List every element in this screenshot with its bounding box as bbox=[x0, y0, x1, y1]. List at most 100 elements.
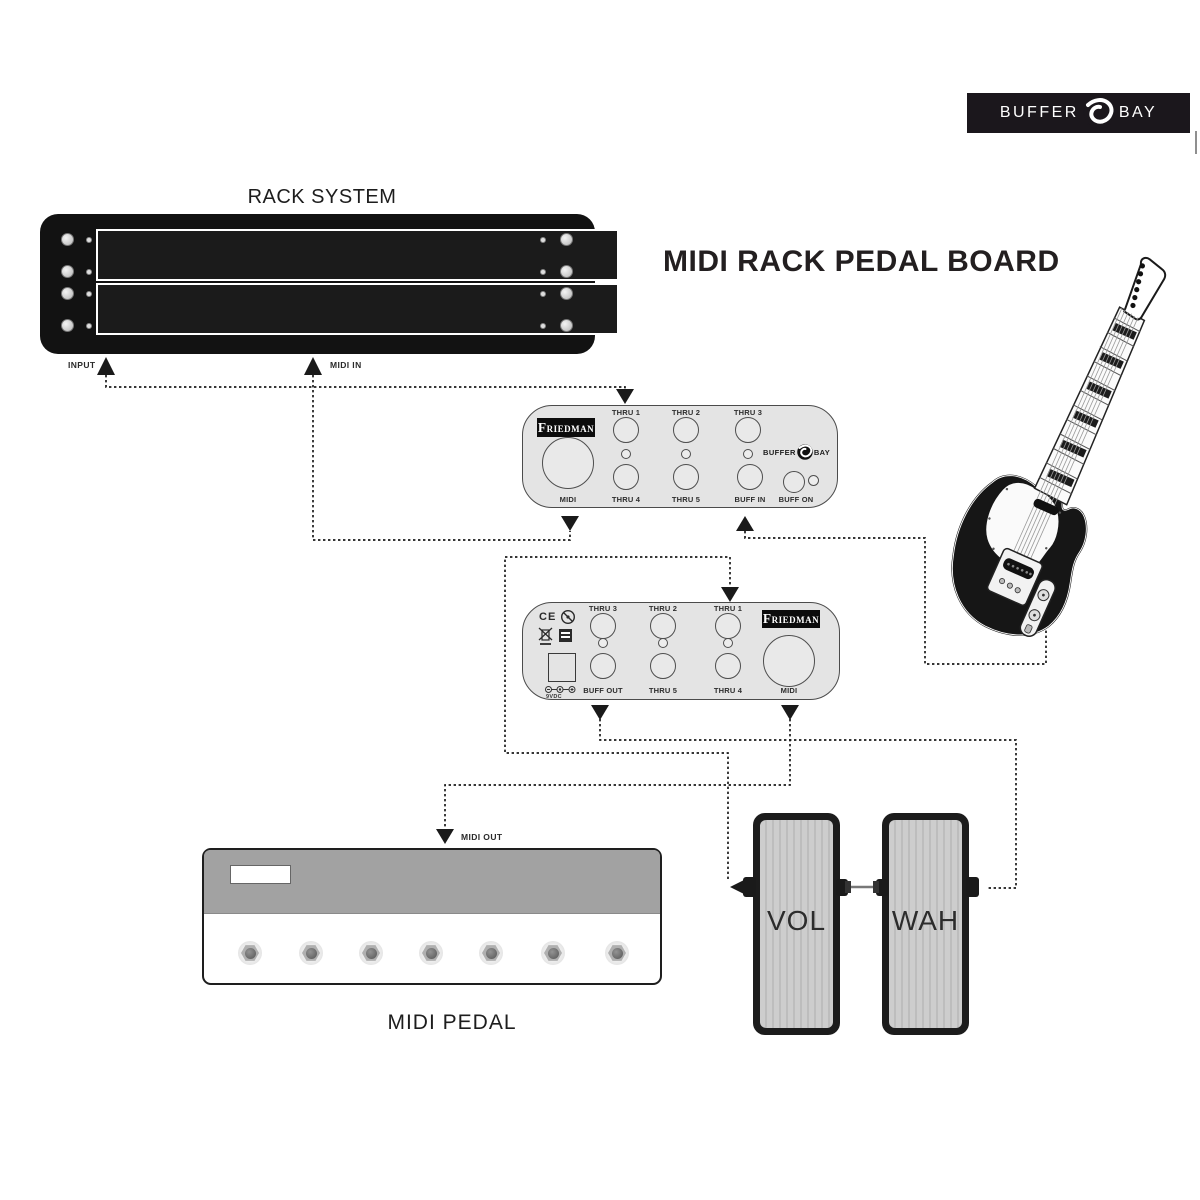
rack-screw bbox=[61, 233, 74, 246]
rack-system bbox=[40, 214, 619, 354]
thru5-label-bottom: THRU 5 bbox=[648, 686, 678, 695]
volume-pedal: VOL bbox=[753, 813, 840, 1035]
wah-pedal-label: WAH bbox=[891, 905, 960, 936]
arrow-down-midi-out-icon bbox=[436, 829, 454, 844]
volume-pedal-label: VOL bbox=[766, 905, 827, 936]
thru3-label: THRU 3 bbox=[733, 408, 763, 417]
led-indicator bbox=[658, 638, 668, 648]
arrow-up-midi-in-icon bbox=[304, 357, 322, 375]
footswitch bbox=[419, 941, 443, 965]
footswitch bbox=[541, 941, 565, 965]
ce-mark: CE bbox=[539, 611, 557, 623]
guitar-strings bbox=[1003, 308, 1139, 581]
rack-input-label: INPUT bbox=[68, 360, 96, 370]
pedal-display bbox=[230, 865, 291, 884]
rack-system-label: RACK SYSTEM bbox=[247, 186, 397, 208]
guitar-control-plate bbox=[1019, 578, 1056, 637]
footswitch bbox=[299, 941, 323, 965]
rack-hole bbox=[86, 269, 92, 275]
arrow-down-unit2-thru1-icon bbox=[721, 587, 739, 602]
rack-midi-in-label: MIDI IN bbox=[330, 360, 362, 370]
connector-plug bbox=[873, 881, 879, 893]
thru5-jack-bottom bbox=[650, 653, 676, 679]
buff-on-led bbox=[808, 475, 819, 486]
guitar-tuners bbox=[1130, 263, 1145, 309]
arrow-down-thru1-icon bbox=[616, 389, 634, 404]
brand-bay-text: BAY bbox=[1118, 104, 1158, 121]
guitar-illustration bbox=[951, 257, 1167, 637]
arrow-up-buff-in-icon bbox=[736, 516, 754, 531]
thru4-jack-bottom bbox=[715, 653, 741, 679]
rack-hole bbox=[540, 269, 546, 275]
swirl-6-icon bbox=[1082, 97, 1115, 129]
thru4-label-bottom: THRU 4 bbox=[713, 686, 743, 695]
guitar-pickguard bbox=[984, 481, 1060, 570]
cert-box-icon bbox=[559, 629, 572, 642]
rack-hole bbox=[86, 237, 92, 243]
buffer-bay-mini-logo: BUFFER BAY bbox=[763, 444, 830, 460]
led-indicator bbox=[743, 449, 753, 459]
rack-unit-2 bbox=[96, 283, 619, 335]
rack-screw bbox=[560, 319, 573, 332]
rack-screw bbox=[61, 287, 74, 300]
thru2-jack bbox=[673, 417, 699, 443]
weee-bin-icon bbox=[538, 627, 553, 645]
footswitch bbox=[479, 941, 503, 965]
buff-out-label: BUFF OUT bbox=[583, 686, 623, 695]
midi-pedal bbox=[202, 848, 662, 985]
guitar-switch bbox=[1024, 624, 1033, 634]
thru2-label-bottom: THRU 2 bbox=[648, 604, 678, 613]
guitar-bridge bbox=[986, 547, 1043, 606]
rack-hole bbox=[86, 323, 92, 329]
arrow-down-buff-out-icon bbox=[591, 705, 609, 720]
rack-hole bbox=[540, 237, 546, 243]
rack-screw bbox=[61, 319, 74, 332]
wah-pedal: WAH bbox=[882, 813, 969, 1035]
thru1-label-bottom: THRU 1 bbox=[713, 604, 743, 613]
footswitch bbox=[238, 941, 262, 965]
thru5-label: THRU 5 bbox=[671, 495, 701, 504]
buff-in-jack bbox=[737, 464, 763, 490]
connector-plug bbox=[845, 881, 851, 893]
mini-logo-buffer-text: BUFFER bbox=[763, 447, 796, 457]
led-indicator bbox=[598, 638, 608, 648]
thru2-label: THRU 2 bbox=[671, 408, 701, 417]
brand-buffer-text: BUFFER bbox=[999, 104, 1079, 121]
thru3-jack-bottom bbox=[590, 613, 616, 639]
thru5-jack bbox=[673, 464, 699, 490]
rack-hole bbox=[540, 291, 546, 297]
rack-hole bbox=[540, 323, 546, 329]
thru1-jack-bottom bbox=[715, 613, 741, 639]
rack-screw bbox=[61, 265, 74, 278]
friedman-logo-top: Friedman bbox=[537, 418, 595, 437]
midi-out-label: MIDI OUT bbox=[461, 832, 503, 842]
buff-on-switch bbox=[783, 471, 805, 493]
guitar-headstock bbox=[1123, 257, 1167, 321]
guitar-knob bbox=[1028, 609, 1041, 622]
guitar-bridge-pickup bbox=[1003, 558, 1034, 580]
rack-hole bbox=[86, 291, 92, 297]
rack-screw bbox=[560, 287, 573, 300]
thru3-jack bbox=[735, 417, 761, 443]
guitar-inlays bbox=[1046, 323, 1137, 488]
thru4-jack bbox=[613, 464, 639, 490]
arrow-down-unit2-midi-icon bbox=[781, 705, 799, 720]
midi-jack-label: MIDI bbox=[559, 495, 577, 504]
page-title: MIDI RACK PEDAL BOARD bbox=[663, 245, 1060, 278]
cable-thru1-to-rack-input bbox=[105, 375, 626, 390]
swirl-6-icon bbox=[797, 444, 813, 460]
arrow-down-guitar-icon bbox=[1037, 609, 1055, 624]
mini-logo-bay-text: BAY bbox=[813, 447, 831, 457]
buff-on-label: BUFF ON bbox=[778, 495, 814, 504]
thru1-label: THRU 1 bbox=[611, 408, 641, 417]
arrow-up-input-icon bbox=[97, 357, 115, 375]
friedman-logo-text: Friedman bbox=[537, 419, 595, 435]
polarity-icon bbox=[545, 686, 576, 693]
arrow-left-vol-jack-icon bbox=[730, 879, 746, 895]
rack-screw bbox=[560, 265, 573, 278]
prohibition-icon bbox=[560, 609, 576, 625]
guitar-frets bbox=[1039, 317, 1141, 495]
thru1-jack bbox=[613, 417, 639, 443]
